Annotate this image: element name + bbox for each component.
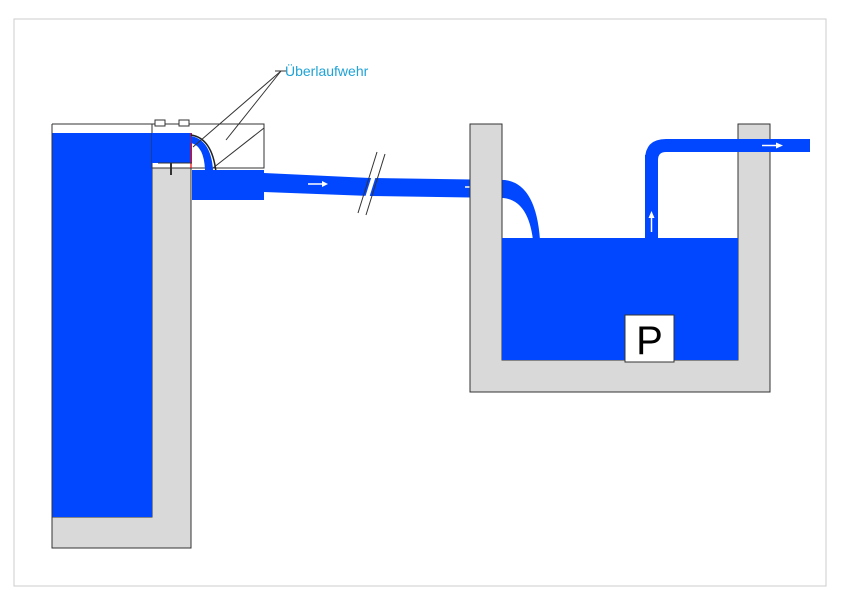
riser-pipe [645, 155, 658, 318]
left-basin [51, 123, 192, 549]
pipe-break-icon [357, 151, 386, 216]
flow-arrow-icon [308, 181, 328, 187]
weir-bracket-right [178, 119, 190, 127]
weir-label: Überlaufwehr [285, 62, 369, 79]
flow-arrow-icon [648, 211, 655, 232]
pipe-collector [192, 170, 264, 200]
pump: P [624, 314, 675, 363]
weir-callout: Überlaufwehr [192, 62, 369, 148]
pump-sump-water [502, 238, 738, 360]
pump-label: P [636, 319, 663, 363]
left-basin-water [52, 133, 152, 517]
weir-water [152, 133, 192, 163]
weir-diagonal [212, 127, 265, 169]
pump-box [624, 314, 675, 363]
inflow-jet [532, 238, 540, 242]
leader-line-2 [225, 70, 282, 141]
leader-line-1 [192, 70, 282, 148]
riser-elbow [645, 139, 810, 160]
weir-bracket-left [154, 119, 166, 127]
flow-arrow-icon [762, 142, 783, 149]
pressure-pipe [645, 139, 810, 318]
overflow-weir [151, 119, 265, 175]
